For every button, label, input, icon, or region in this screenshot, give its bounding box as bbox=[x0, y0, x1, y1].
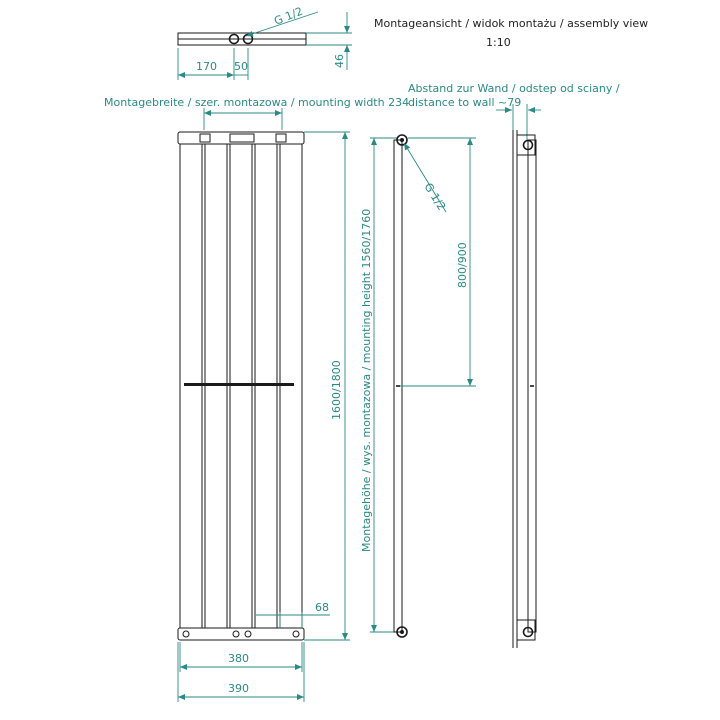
top-thread-label: G 1/2 bbox=[272, 5, 304, 28]
dim-390: 390 bbox=[228, 682, 249, 695]
top-view: G 1/2 170 50 46 bbox=[177, 5, 352, 80]
drawing-title: Montageansicht / widok montażu / assembl… bbox=[374, 17, 648, 30]
side-valve-bottom bbox=[396, 626, 408, 638]
dim-46: 46 bbox=[333, 54, 346, 68]
side-valve-top bbox=[396, 134, 408, 146]
front-view: Montagebreite / szer. montazowa / mounti… bbox=[104, 96, 409, 702]
wall-distance-label-1: Abstand zur Wand / odstep od sciany / bbox=[408, 82, 620, 95]
middle-bracket bbox=[184, 383, 294, 386]
mounting-width-label: Montagebreite / szer. montazowa / mounti… bbox=[104, 96, 409, 109]
dim-380: 380 bbox=[228, 652, 249, 665]
drawing-scale: 1:10 bbox=[486, 36, 511, 49]
bottom-header-bar bbox=[177, 627, 305, 641]
wall-valve-bottom bbox=[522, 626, 534, 638]
height-dim-label: 1600/1800 bbox=[330, 360, 343, 420]
wall-distance-label-2: distance to wall ~79 bbox=[408, 96, 521, 109]
wall-valve-top bbox=[522, 139, 534, 151]
dim-68: 68 bbox=[315, 601, 329, 614]
side-thread-label: G 1/2 bbox=[421, 181, 448, 213]
dim-50: 50 bbox=[234, 60, 248, 73]
dim-170: 170 bbox=[196, 60, 217, 73]
side-view: Montagehöhe / wys. montazowa / mounting … bbox=[360, 82, 620, 648]
top-view-valve-left bbox=[228, 33, 240, 45]
dim-800-900: 800/900 bbox=[456, 242, 469, 288]
mounting-height-label: Montagehöhe / wys. montazowa / mounting … bbox=[360, 209, 373, 552]
